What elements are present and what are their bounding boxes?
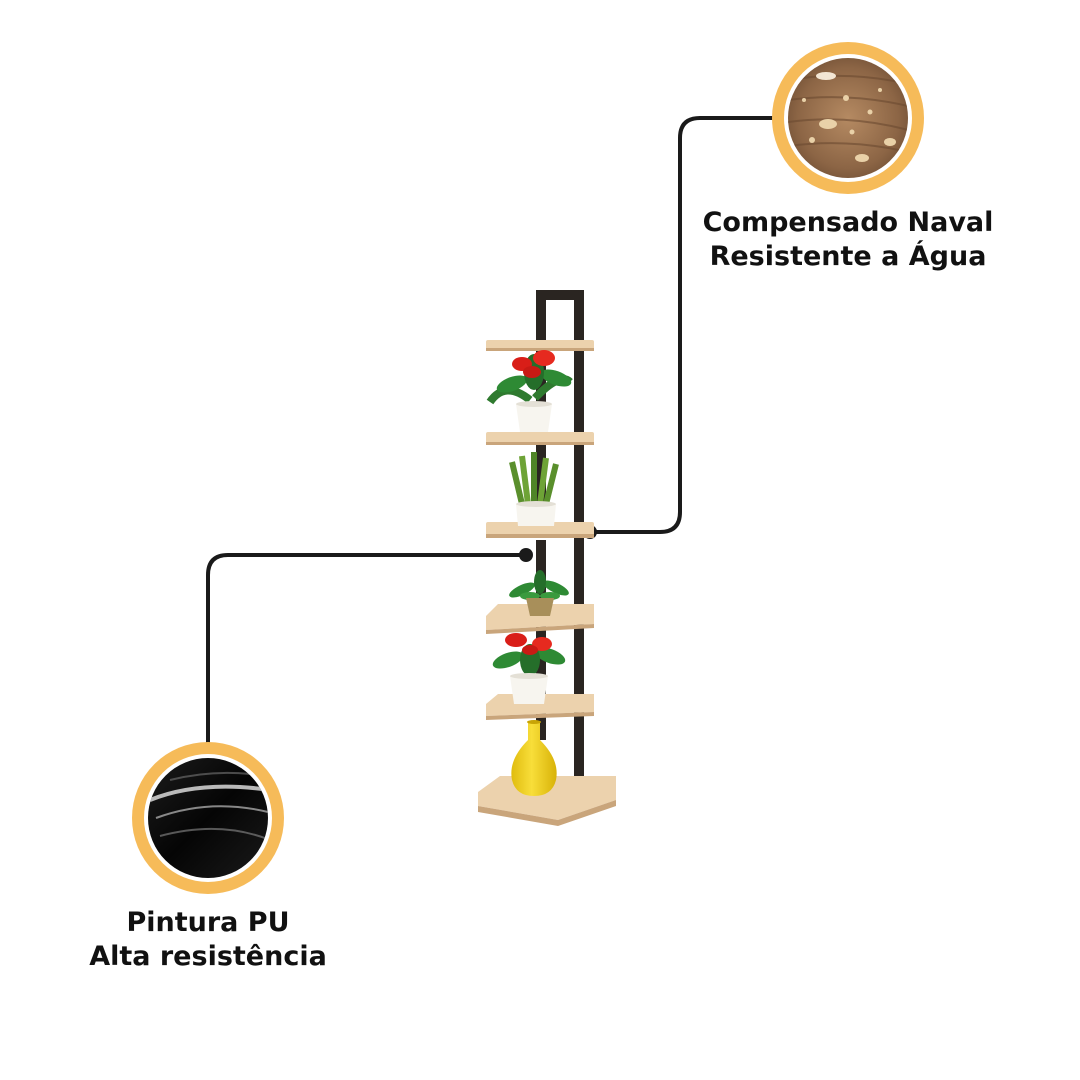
shelf-base [478,776,616,826]
feature-caption-bottom-line2: Alta resistência [89,941,327,972]
feature-caption-bottom-line1: Pintura PU [126,907,290,938]
small-green-plant-pot [509,570,569,616]
yellow-vase [511,720,557,796]
red-flower-pot-bottom [492,633,566,704]
shelf-2 [486,432,594,445]
leader-line-bottom [206,553,526,748]
shelf-1 [486,340,594,351]
wooden-shelves [478,340,616,826]
feature-caption-bottom: Pintura PU Alta resistência [60,906,356,974]
shelf-5 [486,694,594,720]
feature-caption-top: Compensado Naval Resistente a Água [688,206,1008,274]
feature-caption-top-line2: Resistente a Água [709,241,987,272]
feature-caption-top-line1: Compensado Naval [702,207,994,238]
shelf-3 [486,522,594,538]
snake-plant-pot [509,452,559,526]
red-flower-pot-top [486,350,573,432]
shelf-4 [486,604,594,634]
leader-dot-bottom [519,548,533,562]
feature-badge-top [772,42,924,194]
leader-line-top [590,116,780,534]
feature-badge-bottom [132,742,284,894]
